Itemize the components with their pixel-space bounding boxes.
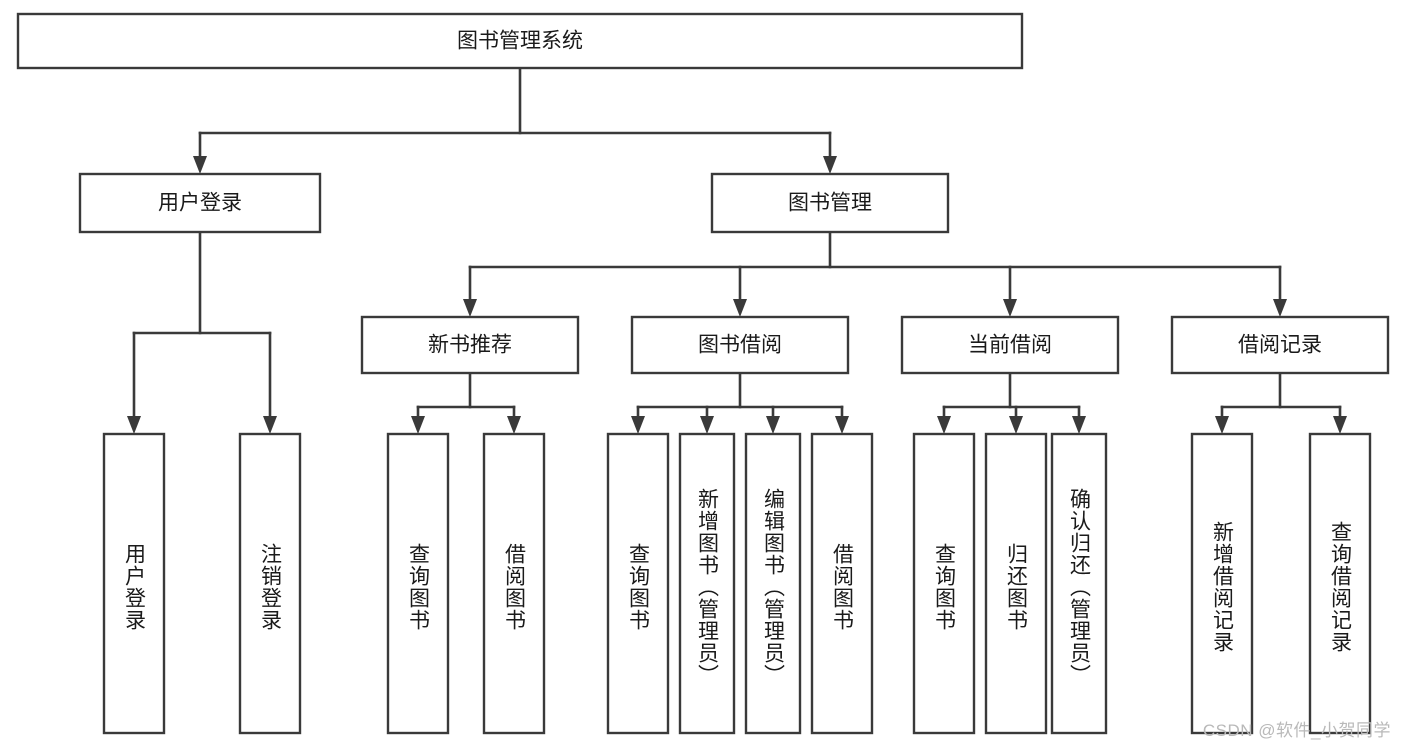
arrow-head-icon <box>733 299 747 317</box>
arrow-head-icon <box>700 416 714 434</box>
node-borrow-record[interactable] <box>1170 315 1390 375</box>
node-label: 新书推荐 <box>428 334 512 357</box>
arrow-head-icon <box>1009 416 1023 434</box>
arrow-head-icon <box>835 416 849 434</box>
arrow-head-icon <box>1215 416 1229 434</box>
node-box[interactable] <box>912 432 976 735</box>
node-leaf-confirm-return[interactable] <box>1050 432 1108 735</box>
node-box[interactable] <box>710 172 950 234</box>
node-label: 用户登录 <box>158 192 242 215</box>
arrow-head-icon <box>1333 416 1347 434</box>
node-leaf-query-book-rec[interactable] <box>386 432 450 735</box>
node-current-borrow[interactable] <box>900 315 1120 375</box>
node-label: 当前借阅 <box>968 334 1052 357</box>
arrow-head-icon <box>463 299 477 317</box>
node-new-book-recommend[interactable] <box>360 315 580 375</box>
node-box[interactable] <box>102 432 166 735</box>
node-leaf-borrow-book-rec[interactable] <box>482 432 546 735</box>
node-leaf-add-book[interactable] <box>678 432 736 735</box>
node-box[interactable] <box>630 315 850 375</box>
node-box[interactable] <box>1170 315 1390 375</box>
arrow-head-icon <box>1273 299 1287 317</box>
node-box[interactable] <box>360 315 580 375</box>
arrow-head-icon <box>1003 299 1017 317</box>
node-leaf-query-book-cur[interactable] <box>912 432 976 735</box>
node-box[interactable] <box>900 315 1120 375</box>
node-root-book-management-system[interactable] <box>16 12 1024 70</box>
arrow-head-icon <box>193 156 207 174</box>
node-box[interactable] <box>238 432 302 735</box>
node-leaf-query-record[interactable] <box>1308 432 1372 735</box>
node-leaf-query-book-borrow[interactable] <box>606 432 670 735</box>
node-box[interactable] <box>606 432 670 735</box>
node-user-login[interactable] <box>78 172 322 234</box>
node-box[interactable] <box>1050 432 1108 735</box>
node-box[interactable] <box>1190 432 1254 735</box>
arrow-head-icon <box>1072 416 1086 434</box>
node-label: 图书管理 <box>788 192 872 215</box>
node-leaf-user-login[interactable] <box>102 432 166 735</box>
node-box[interactable] <box>744 432 802 735</box>
node-box[interactable] <box>1308 432 1372 735</box>
node-leaf-logout[interactable] <box>238 432 302 735</box>
arrow-head-icon <box>823 156 837 174</box>
node-book-borrow[interactable] <box>630 315 850 375</box>
node-box[interactable] <box>482 432 546 735</box>
node-box[interactable] <box>78 172 322 234</box>
watermark-text: CSDN @软件_小贺同学 <box>1202 721 1391 740</box>
arrow-head-icon <box>937 416 951 434</box>
arrow-head-icon <box>411 416 425 434</box>
node-leaf-return-book[interactable] <box>984 432 1048 735</box>
arrow-head-icon <box>127 416 141 434</box>
node-box[interactable] <box>16 12 1024 70</box>
arrow-head-icon <box>507 416 521 434</box>
node-label: 图书管理系统 <box>457 30 583 53</box>
node-box[interactable] <box>678 432 736 735</box>
arrow-head-icon <box>631 416 645 434</box>
node-label: 借阅记录 <box>1238 334 1322 357</box>
node-box[interactable] <box>984 432 1048 735</box>
node-leaf-add-record[interactable] <box>1190 432 1254 735</box>
node-book-manage[interactable] <box>710 172 950 234</box>
node-box[interactable] <box>810 432 874 735</box>
node-box[interactable] <box>386 432 450 735</box>
arrow-head-icon <box>766 416 780 434</box>
node-leaf-edit-book[interactable] <box>744 432 802 735</box>
node-label: 图书借阅 <box>698 334 782 357</box>
node-leaf-borrow-book[interactable] <box>810 432 874 735</box>
arrow-head-icon <box>263 416 277 434</box>
